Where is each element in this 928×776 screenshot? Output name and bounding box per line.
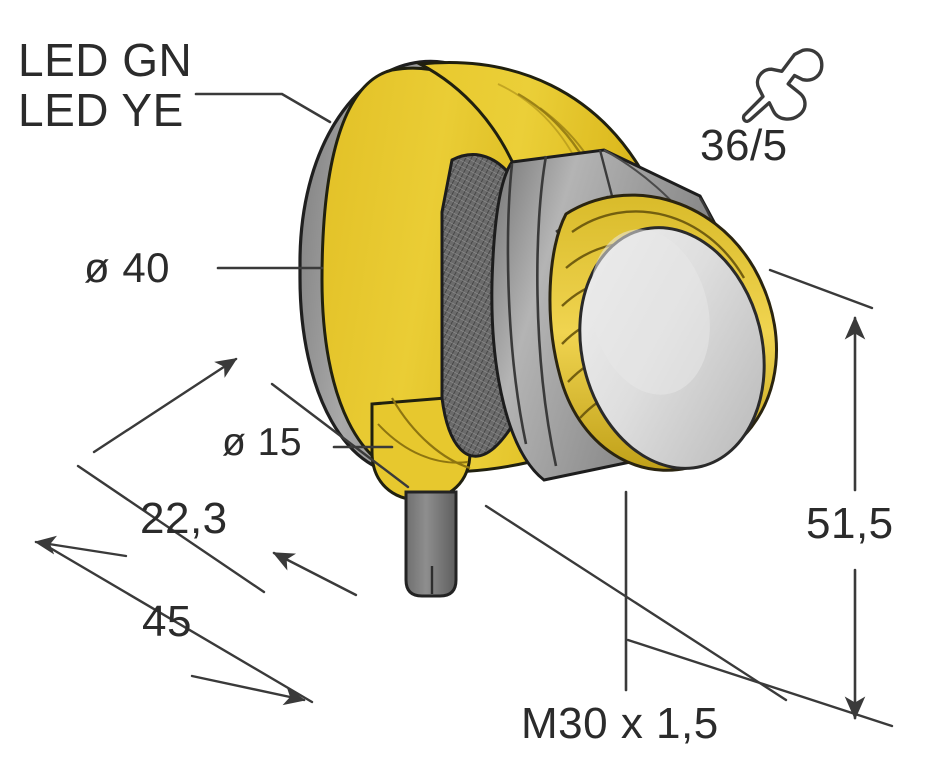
extension-lines-lower <box>484 504 788 702</box>
dimension-22-3-label: 22,3 <box>140 494 228 543</box>
dimension-45 <box>34 535 314 706</box>
wrench-icon <box>741 48 824 123</box>
led-leader-line <box>194 92 332 124</box>
diameter-40-label: ø 40 <box>84 244 171 291</box>
diameter-15-label: ø 15 <box>222 421 303 464</box>
sensor-body-illustration <box>298 59 778 598</box>
dimension-51-5-label: 51,5 <box>806 499 894 548</box>
cable-stub <box>404 490 458 598</box>
thread-spec-label: M30 x 1,5 <box>521 699 719 748</box>
led-ye-label: LED YE <box>18 83 184 136</box>
led-gn-label: LED GN <box>18 34 193 86</box>
dimension-22-3 <box>76 357 410 597</box>
sensing-face-lens <box>578 226 766 470</box>
dimension-45-label: 45 <box>142 597 192 646</box>
wrench-size-label: 36/5 <box>700 121 788 170</box>
